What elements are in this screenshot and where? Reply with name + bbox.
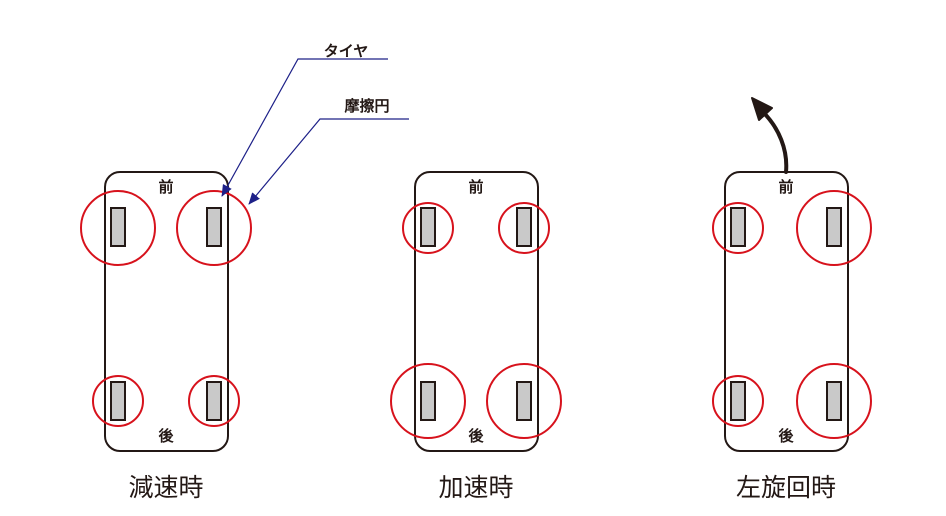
callout-friction-circle: 摩擦円 [248,97,409,205]
tire-front-left [730,207,746,247]
rear-label: 後 [467,427,484,445]
caption-deceleration: 減速時 [128,473,203,502]
callout-friction-label: 摩擦円 [344,97,389,115]
tire-front-left [420,207,436,247]
tire-rear-right [516,381,532,421]
friction-circle-front-left [402,202,454,254]
front-label: 前 [468,178,483,196]
tire-rear-right [826,381,842,421]
friction-circle-front-right [796,190,872,266]
friction-circle-rear-right [188,375,240,427]
panel-acceleration: 前 後 加速時 [390,171,562,502]
friction-circle-rear-left [712,375,764,427]
friction-circle-front-right [176,190,252,266]
friction-circle-rear-left [92,375,144,427]
tire-rear-right [206,381,222,421]
rear-label: 後 [777,427,794,445]
tire-front-left [110,207,126,247]
friction-circle-rear-right [796,363,872,439]
panel-left-turn: 前 後 左旋回時 [712,97,872,502]
tire-rear-left [110,381,126,421]
tire-front-right [826,207,842,247]
friction-circle-front-left [80,190,156,266]
tire-front-right [516,207,532,247]
front-label: 前 [778,178,793,196]
rear-label: 後 [157,427,174,445]
callout-tire-label: タイヤ [324,42,369,60]
tire-front-right [206,207,222,247]
friction-circle-rear-right [486,363,562,439]
friction-circle-front-left [712,202,764,254]
tire-rear-left [420,381,436,421]
panel-deceleration: 前 後 減速時 [80,171,252,502]
car-body [414,171,539,452]
friction-circle-rear-left [390,363,466,439]
curved-arrow-up-left-icon [751,97,789,174]
front-label: 前 [158,178,173,196]
callout-friction-leader [248,118,409,205]
caption-left-turn: 左旋回時 [736,473,836,502]
caption-acceleration: 加速時 [438,473,513,502]
friction-circle-front-right [498,202,550,254]
callout-tire-leader [221,58,388,197]
tire-rear-left [730,381,746,421]
callout-tire: タイヤ [221,42,388,197]
